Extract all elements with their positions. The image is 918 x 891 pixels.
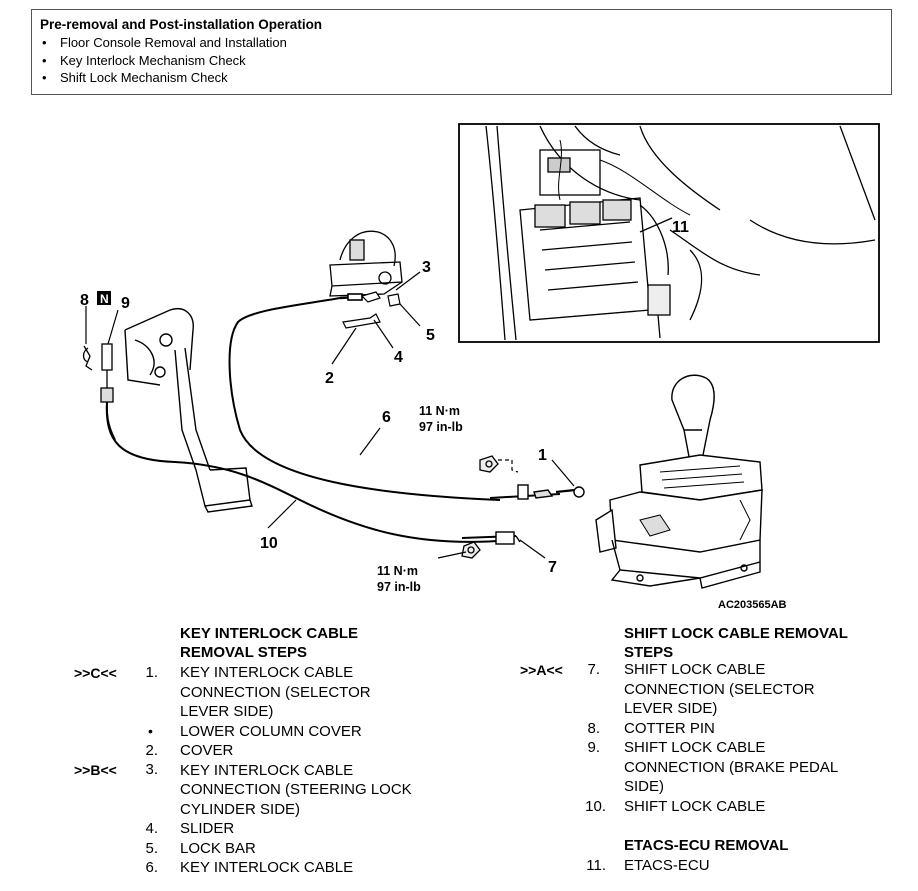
step-text: LOWER COLUMN COVER	[180, 722, 362, 740]
callout-1: 1	[538, 447, 547, 464]
step-text: CONNECTION (BRAKE PEDAL	[624, 758, 839, 776]
pre-removal-item: Shift Lock Mechanism Check	[40, 69, 891, 87]
callout-4: 4	[394, 349, 403, 366]
pre-removal-list: Floor Console Removal and Installation K…	[40, 34, 891, 87]
cotter-pin-part	[82, 345, 93, 371]
callout-8: 8	[80, 292, 89, 309]
callout-5: 5	[426, 327, 435, 344]
callout-leader-9	[107, 309, 119, 345]
step-text: COVER	[180, 742, 234, 759]
step-text: KEY INTERLOCK CABLE	[180, 664, 354, 681]
upper-nut	[479, 455, 499, 473]
brake-pedal-assembly	[124, 308, 253, 513]
callout-11: 11	[672, 219, 689, 236]
callout-leader-6	[359, 427, 381, 456]
step-number: 11.	[586, 857, 606, 874]
etacs-heading: ETACS-ECU REMOVAL	[624, 837, 789, 854]
step-number: 7.	[587, 661, 600, 678]
callout-10: 10	[260, 535, 278, 552]
lower-nut	[461, 541, 481, 559]
callout-leader-4	[373, 319, 394, 349]
lock-bar-part	[387, 293, 401, 307]
step-number: 2.	[145, 742, 158, 759]
shift-lock-heading-line2: STEPS	[624, 644, 674, 661]
steering-lock-cylinder	[329, 230, 403, 297]
selector-lever-assembly	[595, 374, 763, 589]
key-interlock-heading-line1: KEY INTERLOCK CABLE	[180, 625, 359, 642]
callout-leader-1	[551, 459, 575, 487]
torque-upper-inlb: 97 in-lb	[419, 420, 463, 434]
step-text: ETACS-ECU	[624, 857, 710, 874]
cover-part	[360, 291, 381, 303]
torque-lower-inlb: 97 in-lb	[377, 580, 421, 594]
step-number: 10.	[585, 797, 606, 815]
shift-lock-cable-end-pedal	[100, 343, 114, 403]
step-text: SHIFT LOCK CABLE	[624, 797, 766, 815]
slider-part	[342, 313, 381, 329]
figure-code: AC203565AB	[718, 599, 787, 611]
torque-upper-nm: 11 N·m	[419, 404, 460, 418]
step-number: 4.	[145, 820, 158, 837]
step-text: COTTER PIN	[624, 719, 715, 737]
shift-lock-heading-line1: SHIFT LOCK CABLE REMOVAL	[624, 625, 848, 642]
callout-leader-10	[267, 499, 297, 529]
step-number: 8.	[587, 719, 600, 737]
step-text: LOCK BAR	[180, 839, 256, 857]
step-tag: >>B<<	[74, 762, 117, 778]
etacs-ecu-drawing	[485, 125, 876, 341]
step-text: KEY INTERLOCK CABLE	[180, 761, 354, 779]
torque-leader-lower	[437, 551, 467, 559]
n-badge-label: N	[100, 292, 109, 306]
callout-leader-3	[395, 271, 421, 291]
inset-box	[458, 123, 880, 343]
callout-7: 7	[548, 559, 557, 576]
pre-removal-item: Key Interlock Mechanism Check	[40, 52, 891, 70]
callout-9: 9	[121, 295, 130, 312]
step-number: 5.	[145, 839, 158, 857]
callout-leader-11	[639, 217, 673, 233]
shift-lock-cable-end-selector	[461, 531, 521, 545]
torque-lower-nm: 11 N·m	[377, 564, 418, 578]
step-number: 3.	[145, 761, 158, 778]
pre-removal-box: Pre-removal and Post-installation Operat…	[31, 9, 892, 95]
step-tag: >>C<<	[74, 665, 117, 681]
shift-lock-cable	[105, 401, 511, 543]
exploded-diagram: 8 N 9 3 5 4 2 6 1 10 7 11 11 N·m 97 in-l…	[80, 123, 880, 611]
callout-leader-5	[399, 303, 421, 327]
step-text: CONNECTION (STEERING LOCK	[180, 781, 412, 798]
step-text: SHIFT LOCK CABLE	[624, 661, 766, 678]
key-interlock-heading-line2: REMOVAL STEPS	[180, 644, 307, 661]
callout-leader-2	[331, 327, 357, 365]
key-interlock-cable-end-selector	[489, 484, 585, 500]
step-text: KEY INTERLOCK CABLE	[180, 859, 354, 876]
step-text: LEVER SIDE)	[624, 700, 718, 717]
pre-removal-title: Pre-removal and Post-installation Operat…	[40, 17, 323, 32]
bullet-icon: •	[148, 723, 153, 739]
n-badge: N	[97, 291, 111, 306]
step-text: SIDE)	[624, 778, 665, 795]
step-text: SLIDER	[180, 820, 235, 837]
key-interlock-cable	[228, 297, 501, 501]
step-text: CONNECTION (SELECTOR	[624, 680, 815, 698]
step-number: 9.	[587, 739, 600, 756]
step-text: CONNECTION (SELECTOR	[180, 683, 371, 701]
step-number: 1.	[145, 664, 158, 681]
step-text: SHIFT LOCK CABLE	[624, 739, 766, 756]
step-tag: >>A<<	[520, 662, 563, 678]
callout-leader-7	[519, 539, 546, 559]
callout-3: 3	[422, 259, 431, 276]
callout-2: 2	[325, 370, 334, 387]
pre-removal-item: Floor Console Removal and Installation	[40, 34, 891, 52]
step-text: LEVER SIDE)	[180, 703, 274, 720]
callout-6: 6	[382, 409, 391, 426]
step-number: 6.	[145, 859, 158, 876]
step-text: CYLINDER SIDE)	[180, 800, 301, 818]
